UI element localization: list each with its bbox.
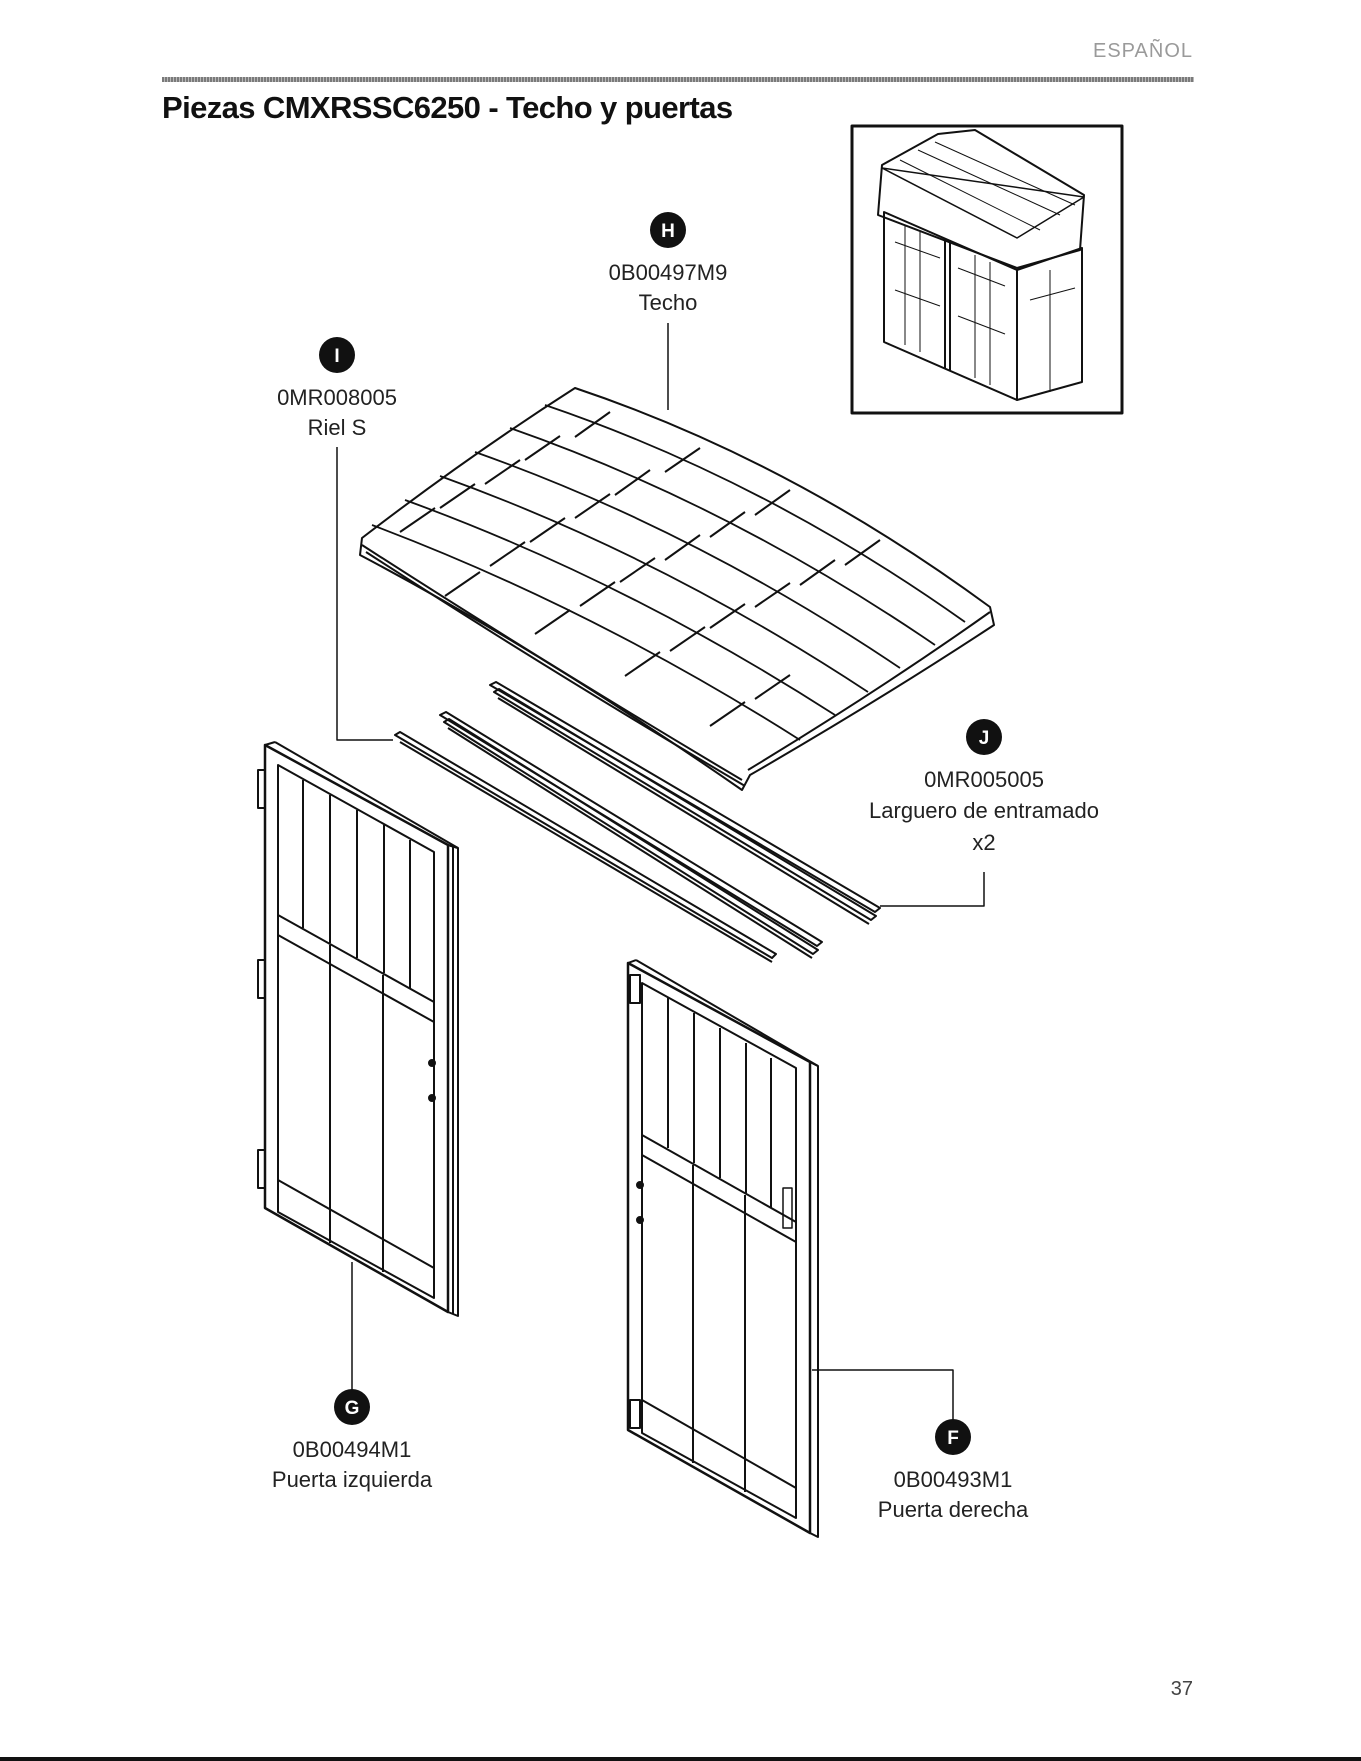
part-f-code: 0B00493M1 [894,1467,1013,1492]
rails-part [395,682,880,962]
shed-overview-inset [852,126,1122,413]
callout-h: H 0B00497M9 Techo [609,212,728,315]
callout-g: G 0B00494M1 Puerta izquierda [272,1389,433,1492]
part-f-name: Puerta derecha [878,1497,1029,1522]
callout-i: I 0MR008005 Riel S [277,337,397,440]
left-door-part [258,742,458,1316]
part-i-code: 0MR008005 [277,385,397,410]
badge-h-letter: H [661,221,675,242]
badge-j-letter: J [979,728,990,749]
badge-g-letter: G [345,1398,360,1419]
badge-i-letter: I [334,346,339,367]
part-i-name: Riel S [308,415,367,440]
bottom-border [0,1757,1361,1761]
part-g-name: Puerta izquierda [272,1467,433,1492]
callout-j: J 0MR005005 Larguero de entramado x2 [869,719,1099,855]
part-h-code: 0B00497M9 [609,260,728,285]
callout-f: F 0B00493M1 Puerta derecha [878,1419,1029,1522]
page-number: 37 [1171,1678,1193,1701]
right-door-part [628,960,818,1537]
part-j-qty: x2 [972,830,995,855]
badge-f-letter: F [947,1428,959,1449]
part-j-code: 0MR005005 [924,767,1044,792]
part-g-code: 0B00494M1 [293,1437,412,1462]
part-h-name: Techo [639,290,698,315]
part-j-name: Larguero de entramado [869,798,1099,823]
